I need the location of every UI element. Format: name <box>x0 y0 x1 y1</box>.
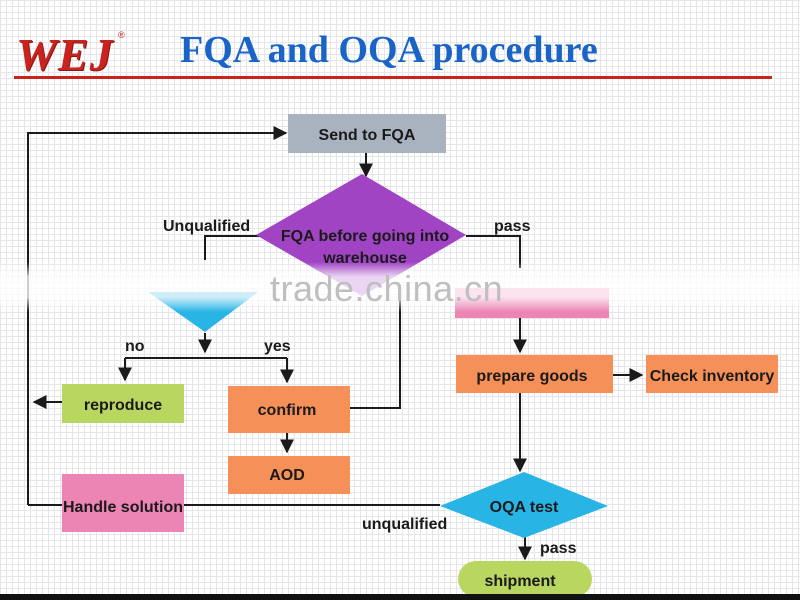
yes-edge-label: yes <box>264 338 291 355</box>
no-edge-label: no <box>125 338 145 355</box>
aod-node <box>228 456 350 494</box>
shipment-label: shipment <box>484 573 556 590</box>
bottom-bar <box>0 594 800 600</box>
registered-mark: ® <box>118 30 125 40</box>
company-logo: WEJ <box>16 29 114 80</box>
check-inventory-node <box>646 355 778 393</box>
prepare-goods-label: prepare goods <box>476 368 587 385</box>
confirm-label: confirm <box>258 402 317 419</box>
title-underline <box>14 76 772 79</box>
page-title: FQA and OQA procedure <box>180 29 598 71</box>
oqa-test-diamond <box>440 472 608 538</box>
oqa-test-label: OQA test <box>490 499 559 516</box>
send-to-fqa-label: Send to FQA <box>319 127 416 144</box>
shipment-node <box>458 561 592 597</box>
watermark-text: trade.china.cn <box>270 268 504 309</box>
confirm-node <box>228 386 350 433</box>
unqualified-edge-label: Unqualified <box>163 218 250 235</box>
unqualified-branch-line <box>204 235 262 260</box>
pass-branch-line <box>466 235 521 268</box>
handle-solution-node <box>62 474 184 532</box>
handle-solution-label: Handle solution <box>63 499 183 516</box>
check-inventory-label: Check inventory <box>650 368 775 385</box>
watermark-band <box>0 262 800 312</box>
fqa-to-confirm-line <box>350 292 401 409</box>
oqa-unqualified-edge-label: unqualified <box>362 516 447 533</box>
pass-edge-label: pass <box>494 218 531 235</box>
aod-label: AOD <box>269 467 305 484</box>
feedback-loop-arrow <box>27 126 288 505</box>
reproduce-label: reproduce <box>84 397 162 414</box>
send-to-fqa-node <box>288 114 446 153</box>
prepare-goods-node <box>456 355 613 393</box>
reproduce-node <box>62 384 184 423</box>
oqa-pass-edge-label: pass <box>540 540 577 557</box>
